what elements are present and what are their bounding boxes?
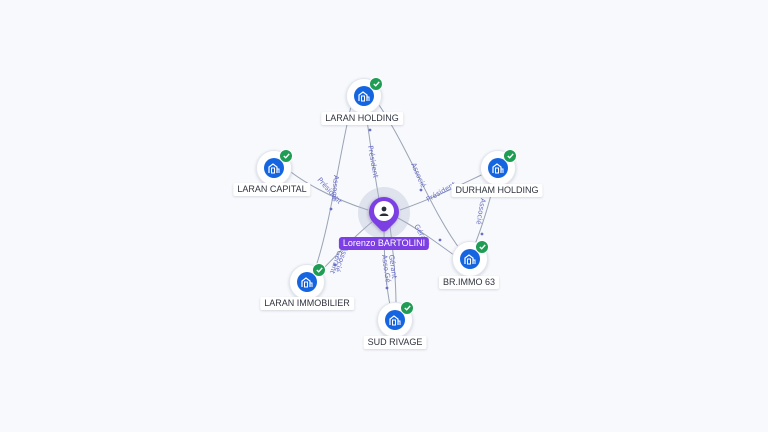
company-node-laran-immobilier[interactable]: [289, 263, 326, 300]
company-node-laran-capital[interactable]: [256, 149, 293, 186]
verified-check-icon: [400, 301, 414, 315]
company-label[interactable]: LARAN HOLDING: [321, 112, 403, 125]
company-label[interactable]: DURHAM HOLDING: [451, 184, 543, 197]
company-label[interactable]: BR.IMMO 63: [438, 276, 500, 289]
building-icon: [264, 158, 284, 178]
edge-label: Associé: [330, 175, 340, 202]
edge-arrow: [438, 238, 442, 242]
edge-arrow: [368, 128, 372, 132]
building-icon: [460, 249, 480, 269]
edge-arrow: [333, 263, 337, 267]
company-node-sud-rivage[interactable]: [377, 301, 414, 338]
building-icon: [385, 310, 405, 330]
verified-check-icon: [312, 263, 326, 277]
company-label[interactable]: LARAN CAPITAL: [233, 183, 311, 196]
verified-check-icon: [475, 240, 489, 254]
edge-arrow: [419, 188, 423, 192]
verified-check-icon: [369, 77, 383, 91]
edge-person-sud-rivage-2: [389, 225, 397, 306]
person-label[interactable]: Lorenzo BARTOLINI: [338, 237, 430, 250]
company-node-br-immo-63[interactable]: [452, 240, 489, 277]
edge-arrow: [329, 207, 333, 211]
company-node-durham-holding[interactable]: [480, 149, 517, 186]
building-icon: [297, 272, 317, 292]
verified-check-icon: [279, 149, 293, 163]
edge-person-sud-rivage: [383, 227, 391, 306]
edge-arrow: [480, 232, 484, 236]
building-icon: [488, 158, 508, 178]
company-label[interactable]: SUD RIVAGE: [363, 336, 427, 349]
edge-label: Associé: [474, 198, 486, 225]
verified-check-icon: [503, 149, 517, 163]
company-label[interactable]: LARAN IMMOBILIER: [260, 297, 354, 310]
edge-label: Gérant: [387, 254, 398, 279]
edge-label: Associé: [409, 162, 427, 189]
building-icon: [354, 86, 374, 106]
edge-arrow: [385, 286, 389, 290]
edge-label: Président: [366, 145, 380, 179]
person-icon: [374, 201, 394, 221]
company-node-laran-holding[interactable]: [346, 77, 383, 114]
